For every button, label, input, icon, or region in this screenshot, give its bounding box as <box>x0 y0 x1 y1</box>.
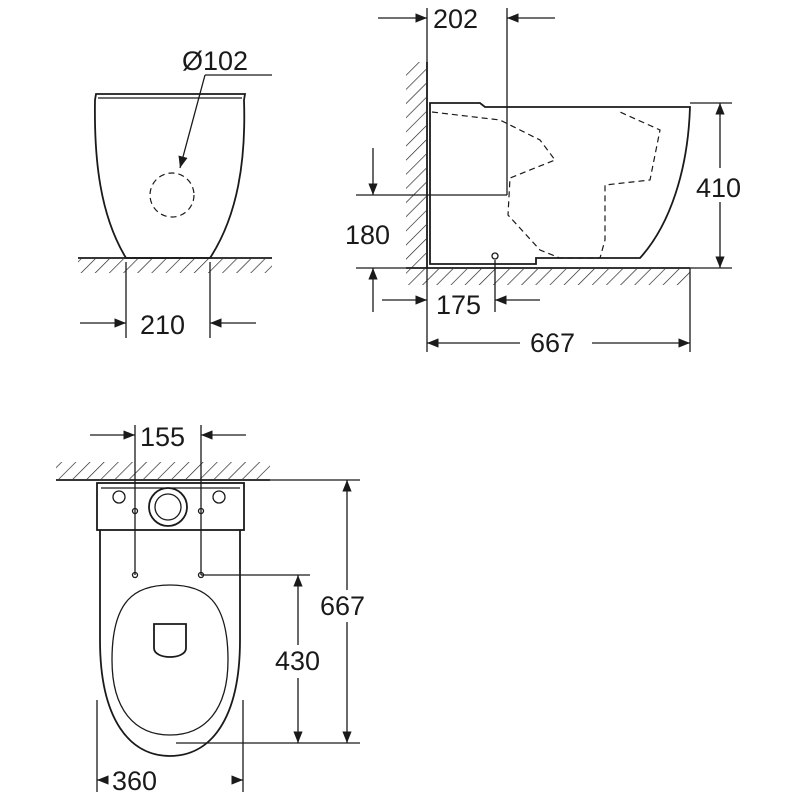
flush-button <box>148 487 188 527</box>
floor-hatch <box>78 259 272 273</box>
top-width-label: 360 <box>112 766 157 796</box>
bowl-opening <box>111 584 229 736</box>
front-width-label: 210 <box>140 310 185 340</box>
front-view: Ø102 210 <box>78 46 272 340</box>
toilet-side-outline <box>429 102 691 265</box>
wall-offset-label: 202 <box>433 4 478 34</box>
trap-outline <box>431 111 661 259</box>
toilet-front-outline <box>93 93 247 259</box>
wall-hatch <box>56 462 270 479</box>
outlet-height-label: 180 <box>345 220 390 250</box>
wall-hatch <box>406 62 426 268</box>
side-depth-label: 667 <box>530 328 575 358</box>
fixing-offset-label: 175 <box>436 290 481 320</box>
top-view: 155 667 430 360 <box>56 422 365 796</box>
diameter-leader <box>178 74 206 169</box>
top-depth-label: 667 <box>320 591 365 621</box>
fixing-spacing-label: 155 <box>140 422 185 452</box>
floor-hatch <box>406 269 690 285</box>
side-view: 202 410 180 175 667 <box>345 4 747 358</box>
drain-outline <box>153 623 187 658</box>
diameter-label: Ø102 <box>182 46 248 76</box>
bowl-outline <box>99 530 241 757</box>
fixing-depth-label: 430 <box>275 646 320 676</box>
height-label: 410 <box>696 173 741 203</box>
cistern-outline <box>96 482 245 531</box>
outlet-circle <box>149 172 195 218</box>
